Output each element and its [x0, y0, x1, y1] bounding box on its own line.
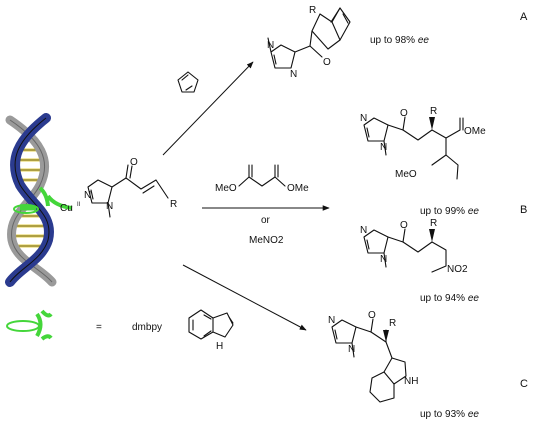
legend-equals: =	[96, 322, 102, 333]
product-b2-stereo-wedge	[429, 229, 435, 242]
section-label-b: B	[520, 204, 527, 216]
product-b2-n1: N	[360, 225, 367, 236]
indole-nh: H	[216, 341, 223, 352]
product-a-n2: N	[290, 69, 297, 80]
product-c-nh: NH	[404, 376, 418, 387]
malonate-structure	[238, 164, 286, 187]
product-a-o: O	[323, 57, 331, 68]
product-b2-o: O	[400, 220, 408, 231]
product-b1-yield: up to 99% ee	[420, 206, 479, 217]
ligand-legend-icon	[6, 309, 53, 341]
product-a-r: R	[309, 5, 316, 16]
product-c-n1: N	[328, 315, 335, 326]
substrate-o: O	[130, 157, 138, 168]
product-c-r: R	[389, 318, 396, 329]
arrow-to-product-c	[182, 264, 307, 331]
product-c-yield: up to 93% ee	[420, 409, 479, 420]
malonate-right-ester: OMe	[287, 183, 309, 194]
arrow-to-product-a	[162, 61, 254, 156]
product-b2-no2: NO2	[447, 264, 468, 275]
product-b2-r: R	[430, 218, 437, 229]
nitromethane-label: MeNO2	[249, 235, 284, 246]
product-a-n1: N	[267, 40, 274, 51]
copper-label: Cu	[60, 203, 73, 214]
substrate-n2: N	[106, 201, 113, 212]
product-b1-o: O	[400, 108, 408, 119]
section-label-c: C	[520, 378, 528, 390]
product-b2-structure	[363, 228, 447, 273]
product-b1-n1: N	[360, 113, 367, 124]
copper-oxidation-state: II	[77, 202, 81, 208]
product-b1-structure	[363, 116, 464, 180]
product-b1-n2: N	[380, 142, 387, 153]
malonate-left-ester: MeO	[215, 183, 237, 194]
product-c-stereo-wedge	[383, 330, 389, 342]
product-c-n2: N	[348, 344, 355, 355]
product-b2-yield: up to 94% ee	[420, 293, 479, 304]
indole-structure	[188, 309, 234, 340]
legend-ligand-name: dmbpy	[132, 322, 162, 333]
product-c-structure	[331, 318, 407, 403]
product-b1-r: R	[430, 106, 437, 117]
product-c-o: O	[368, 310, 376, 321]
product-b2-n2: N	[380, 254, 387, 265]
cyclopentadiene-structure	[177, 71, 199, 93]
substrate-r: R	[170, 199, 177, 210]
substrate-structure	[87, 164, 169, 218]
product-b1-stereo-wedge	[429, 117, 435, 130]
conditions-or: or	[261, 215, 271, 226]
section-label-a: A	[520, 11, 528, 23]
product-b1-ome: OMe	[464, 126, 486, 137]
product-a-yield: up to 98% ee	[370, 35, 429, 46]
product-a-structure	[267, 7, 351, 69]
dna-helix-icon	[5, 113, 73, 287]
product-b1-meo: MeO	[395, 169, 417, 180]
substrate-n1: N	[84, 190, 91, 201]
